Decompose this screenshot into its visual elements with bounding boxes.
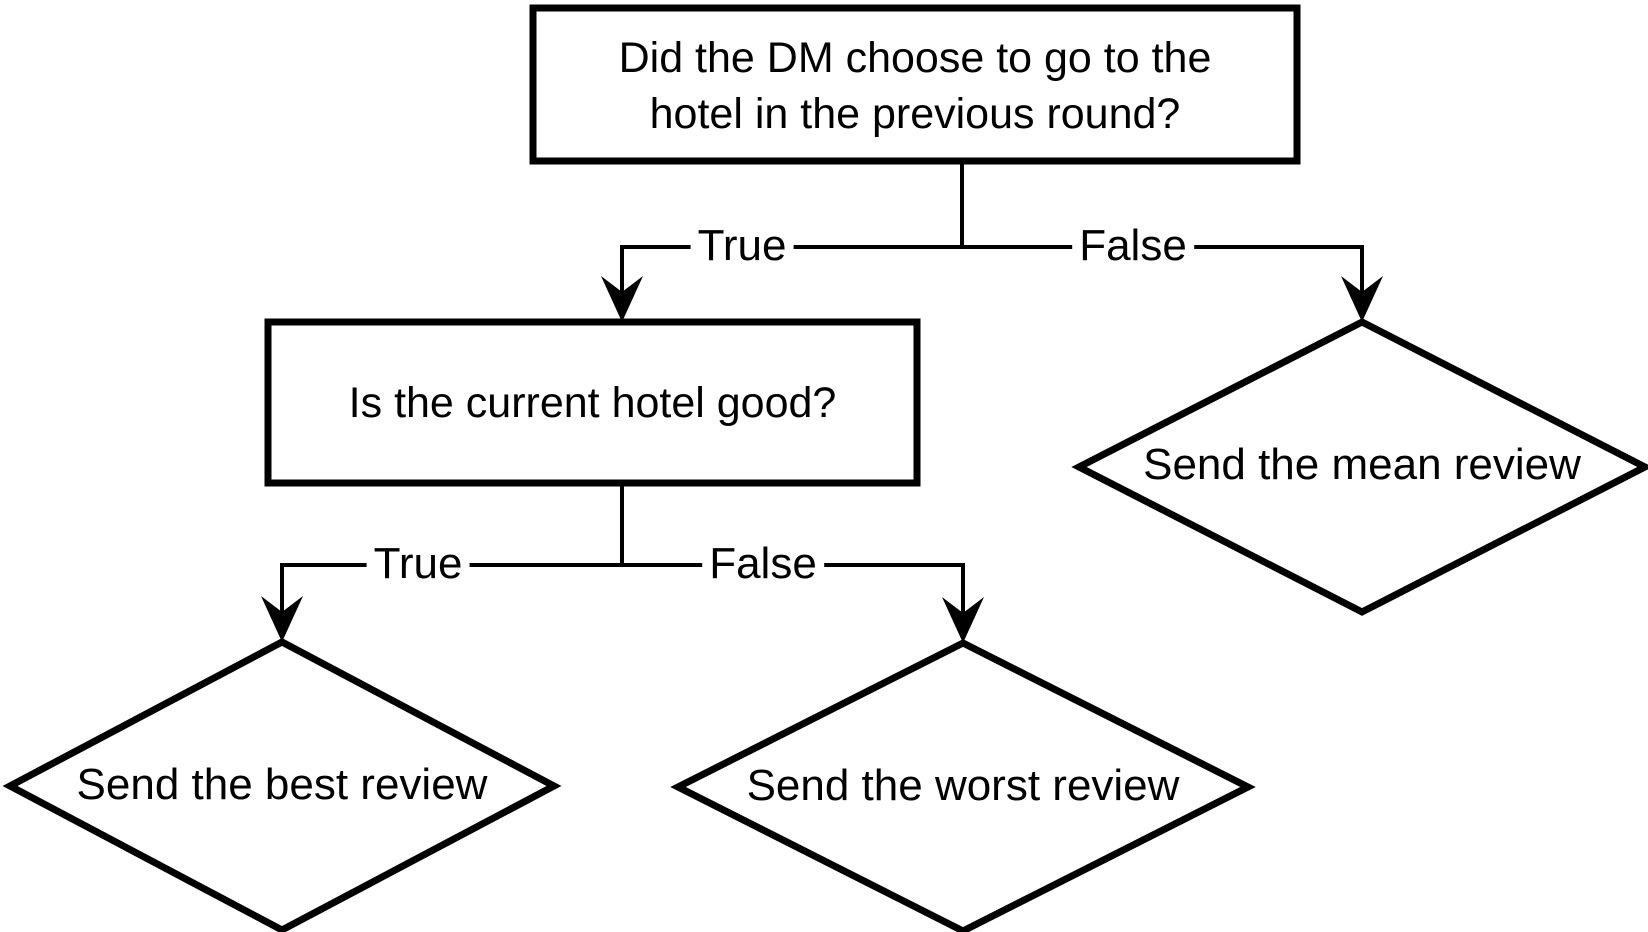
outcome-diamond-worst [670,639,1256,932]
arrowhead-into-best [261,596,303,642]
decision-box-q1 [529,4,1301,165]
outcome-diamond-best [2,638,562,932]
outcome-diamond-mean [1071,318,1648,616]
arrowhead-into-q2 [601,276,643,322]
arrowhead-into-mean [1341,276,1383,322]
decision-box-q2 [264,318,921,487]
arrowhead-into-worst [942,597,984,643]
